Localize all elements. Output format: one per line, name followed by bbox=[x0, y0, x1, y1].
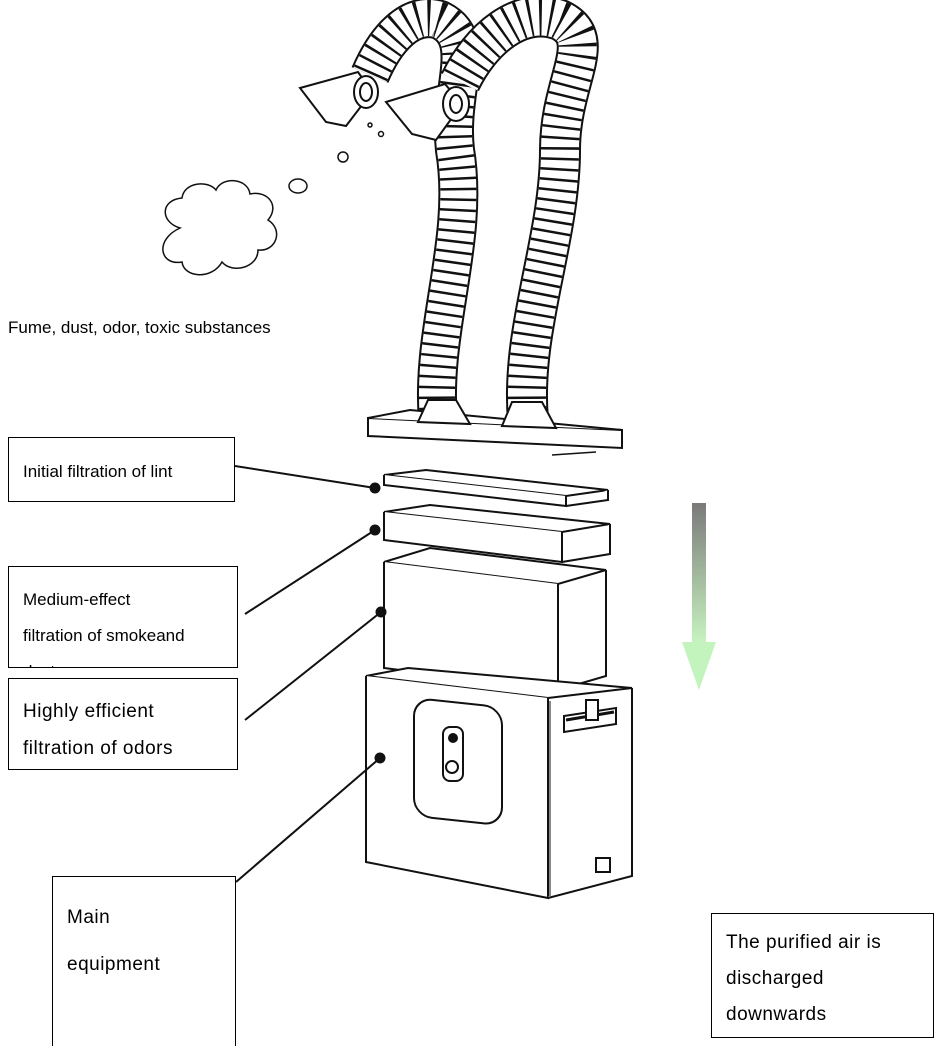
fume-cloud bbox=[163, 123, 384, 275]
fume-arm-right bbox=[460, 16, 578, 420]
leader-lines bbox=[235, 466, 386, 882]
fume-caption: Fume, dust, odor, toxic substances bbox=[8, 318, 271, 338]
label-purified-line-2: discharged bbox=[726, 968, 824, 990]
label-main-line-1: Main bbox=[67, 907, 110, 929]
fume-arm-left bbox=[370, 18, 461, 420]
airflow-down-arrow bbox=[682, 503, 716, 690]
label-initial-filtration: Initial filtration of lint bbox=[8, 437, 235, 502]
label-purified-line-1: The purified air is bbox=[726, 932, 881, 954]
label-main-equipment: Main equipment bbox=[52, 876, 236, 1046]
label-purified-line-3: downwards bbox=[726, 1004, 827, 1026]
top-plate bbox=[368, 400, 622, 455]
label-high-line-1: Highly efficient bbox=[23, 701, 154, 723]
main-cabinet bbox=[366, 668, 632, 898]
label-main-line-2: equipment bbox=[67, 954, 160, 976]
label-high-line-2: filtration of odors bbox=[23, 738, 173, 760]
label-medium-filtration: Medium-effect filtration of smokeand dus… bbox=[8, 566, 238, 668]
label-high-filtration: Highly efficient filtration of odors bbox=[8, 678, 238, 770]
label-medium-line-1: Medium-effect bbox=[23, 590, 130, 610]
initial-filter bbox=[384, 470, 608, 506]
label-medium-line-2: filtration of smokeand bbox=[23, 626, 185, 646]
suction-hood-left bbox=[300, 72, 378, 126]
label-initial-text: Initial filtration of lint bbox=[23, 462, 172, 482]
label-medium-line-3: dust bbox=[23, 662, 55, 668]
label-purified-air: The purified air is discharged downwards bbox=[711, 913, 934, 1038]
